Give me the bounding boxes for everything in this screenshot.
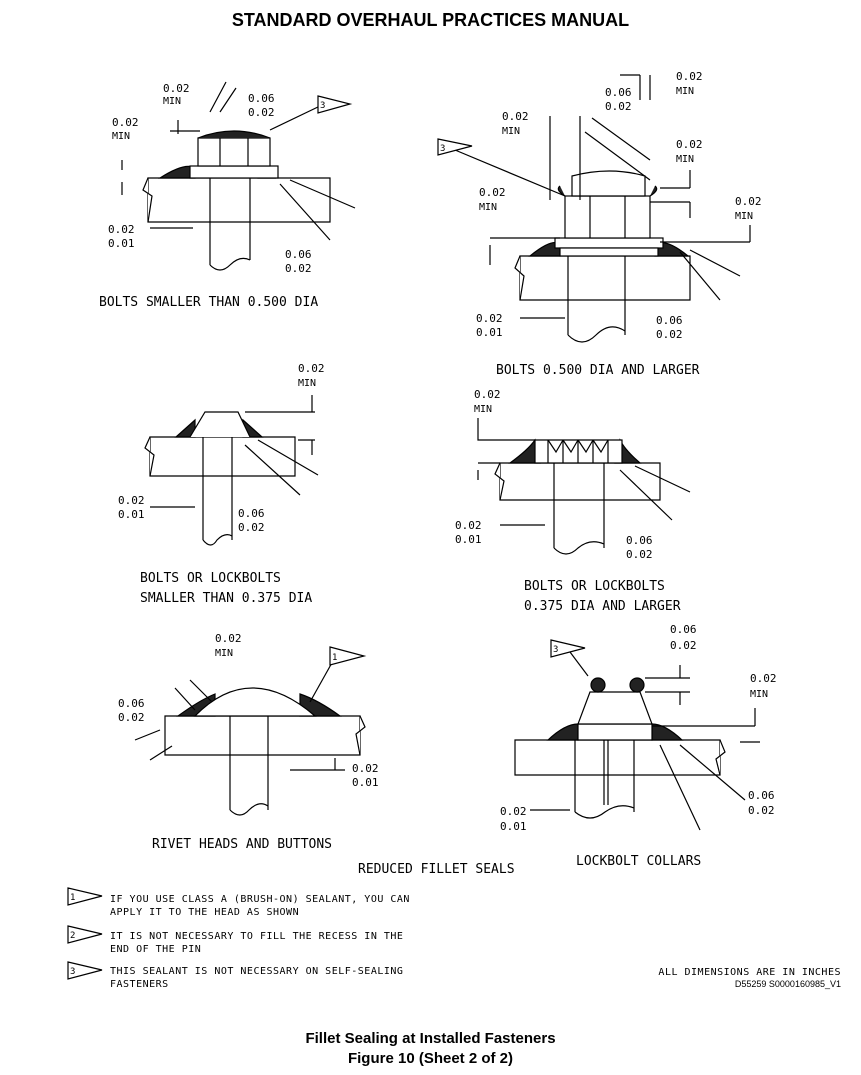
note-flag-3: 3 — [70, 967, 75, 977]
d4-min: MIN — [474, 404, 492, 415]
d3-dim-r1: 0.06 — [238, 507, 265, 520]
note-flag-2: 2 — [70, 931, 75, 941]
diagram-bolts-small: 0.02 MIN 0.06 0.02 0.02 MIN 0.02 0.01 0.… — [99, 81, 356, 310]
d1-dim-c: 0.02 — [112, 116, 139, 129]
d4-title-2: 0.375 DIA AND LARGER — [524, 599, 681, 614]
diagram-lockbolts-small: 0.02 MIN 0.02 0.01 0.06 0.02 BOLTS OR LO… — [118, 362, 325, 606]
d6-dim-r2: 0.02 — [748, 804, 775, 817]
diagram-collars: 0.06 0.02 0.02 MIN 0.02 0.01 0.06 0.02 3… — [500, 623, 777, 869]
d6-flag: 3 — [553, 645, 558, 655]
d6-dim-l1: 0.02 — [500, 805, 527, 818]
d2-min-c: MIN — [479, 202, 497, 213]
d3-min: MIN — [298, 378, 316, 389]
d4-dim-l1: 0.02 — [455, 519, 482, 532]
d2-dim-r2: 0.02 — [656, 328, 683, 341]
d3-title-1: BOLTS OR LOCKBOLTS — [140, 571, 281, 586]
d2-title: BOLTS 0.500 DIA AND LARGER — [496, 363, 700, 378]
diagram-lockbolts-large: 0.02 MIN 0.02 0.01 0.06 0.02 BOLTS OR LO… — [455, 388, 691, 614]
d5-dim-a: 0.02 — [215, 632, 242, 645]
d1-min: MIN — [163, 96, 181, 107]
d4-dim-a: 0.02 — [474, 388, 501, 401]
figure-caption: Fillet Sealing at Installed Fasteners — [305, 1030, 556, 1047]
d3-dim-l2: 0.01 — [118, 508, 145, 521]
d2-dim-mid1: 0.06 — [605, 86, 632, 99]
note-flag-1: 1 — [70, 893, 75, 903]
note-2-line1: IT IS NOT NECESSARY TO FILL THE RECESS I… — [110, 931, 404, 942]
d6-dim-r1: 0.06 — [748, 789, 775, 802]
d1-dim-e2: 0.02 — [285, 262, 312, 275]
d2-min-a: MIN — [502, 126, 520, 137]
reduced-fillet-caption: REDUCED FILLET SEALS — [358, 862, 515, 877]
note-1-line2: APPLY IT TO THE HEAD AS SHOWN — [110, 907, 300, 918]
d6-title: LOCKBOLT COLLARS — [576, 854, 701, 869]
d6-dim-a2: 0.02 — [670, 639, 697, 652]
d1-dim-d2: 0.01 — [108, 237, 135, 250]
d2-dim-b: 0.02 — [676, 138, 703, 151]
d2-dim-r1: 0.06 — [656, 314, 683, 327]
d5-dim-r2: 0.01 — [352, 776, 379, 789]
d2-min-d: MIN — [735, 211, 753, 222]
note-flags: 1 2 3 — [67, 887, 103, 980]
d1-dim-b1: 0.06 — [248, 92, 275, 105]
d5-title: RIVET HEADS AND BUTTONS — [152, 837, 332, 852]
d6-dim-l2: 0.01 — [500, 820, 527, 833]
d2-dim-c: 0.02 — [479, 186, 506, 199]
d4-dim-l2: 0.01 — [455, 533, 482, 546]
d4-dim-r2: 0.02 — [626, 548, 653, 561]
d1-dim-d1: 0.02 — [108, 223, 135, 236]
diagram-rivet: 0.02 MIN 0.06 0.02 0.02 0.01 1 RIVET HEA… — [118, 632, 379, 852]
d6-min: MIN — [750, 689, 768, 700]
d2-dim-l2: 0.01 — [476, 326, 503, 339]
d1-dim-e1: 0.06 — [285, 248, 312, 261]
note-2-line2: END OF THE PIN — [110, 944, 202, 955]
d5-min: MIN — [215, 648, 233, 659]
d2-dim-a: 0.02 — [502, 110, 529, 123]
d2-min-top: MIN — [676, 86, 694, 97]
d4-title-1: BOLTS OR LOCKBOLTS — [524, 579, 665, 594]
d6-dim-b: 0.02 — [750, 672, 777, 685]
d2-min-b: MIN — [676, 154, 694, 165]
d1-flag: 3 — [320, 101, 325, 111]
diagram-bolts-large: 0.02 MIN 0.06 0.02 0.02 MIN 0.02 MIN 0.0… — [437, 70, 762, 378]
dimensions-note: ALL DIMENSIONS ARE IN INCHES — [658, 967, 841, 978]
d5-dim-l2: 0.02 — [118, 711, 145, 724]
d3-dim-r2: 0.02 — [238, 521, 265, 534]
d2-dim-d: 0.02 — [735, 195, 762, 208]
d6-dim-a1: 0.06 — [670, 623, 697, 636]
figure-number: Figure 10 (Sheet 2 of 2) — [347, 1050, 514, 1067]
d5-flag: 1 — [332, 653, 337, 663]
d1-dim-a: 0.02 — [163, 82, 190, 95]
drawing-code: D55259 S0000160985_V1 — [734, 979, 841, 989]
d2-flag: 3 — [440, 144, 445, 154]
d3-dim-l1: 0.02 — [118, 494, 145, 507]
d5-dim-l1: 0.06 — [118, 697, 145, 710]
d2-dim-top: 0.02 — [676, 70, 703, 83]
d3-title-2: SMALLER THAN 0.375 DIA — [140, 591, 312, 606]
d1-min2: MIN — [112, 131, 130, 142]
note-1-line1: IF YOU USE CLASS A (BRUSH-ON) SEALANT, Y… — [110, 894, 410, 905]
note-3-line1: THIS SEALANT IS NOT NECESSARY ON SELF-SE… — [110, 966, 404, 977]
d4-dim-r1: 0.06 — [626, 534, 653, 547]
page-title: STANDARD OVERHAUL PRACTICES MANUAL — [231, 10, 630, 30]
d1-title: BOLTS SMALLER THAN 0.500 DIA — [99, 295, 318, 310]
d3-dim-a: 0.02 — [298, 362, 325, 375]
d2-dim-mid2: 0.02 — [605, 100, 632, 113]
d1-dim-b2: 0.02 — [248, 106, 275, 119]
d2-dim-l1: 0.02 — [476, 312, 503, 325]
d5-dim-r1: 0.02 — [352, 762, 379, 775]
note-3-line2: FASTENERS — [110, 979, 169, 990]
